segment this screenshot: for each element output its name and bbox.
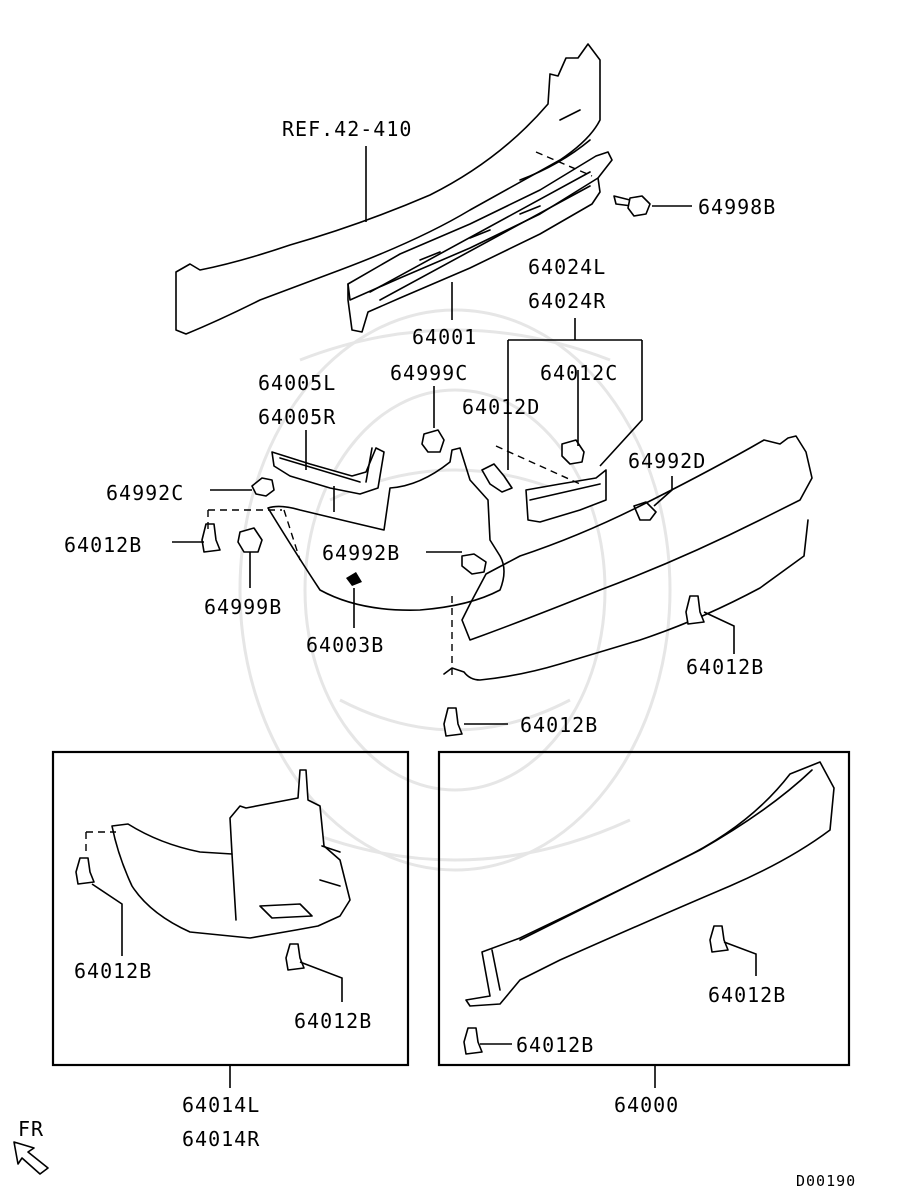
drawing-code: D00190: [796, 1172, 856, 1187]
part-label-64998B: 64998B: [698, 195, 776, 219]
clip-64012B-center-icon: [443, 707, 463, 737]
ref-body-panel: [175, 43, 601, 335]
box-right-label-a: 64012B: [708, 983, 786, 1007]
clip-64012B-left-icon: [201, 523, 221, 553]
screw-64992D-icon: [633, 501, 657, 521]
part-label-64992C: 64992C: [106, 481, 184, 505]
part-label-64012B-center: 64012B: [520, 713, 598, 737]
part-label-64003B: 64003B: [306, 633, 384, 657]
part-label-64012C: 64012C: [540, 361, 618, 385]
clip-64012D-icon: [481, 463, 513, 493]
screw-64992B-icon: [461, 553, 487, 575]
part-label-64014R: 64014R: [182, 1127, 260, 1151]
bolt-64998B-icon: [613, 195, 651, 217]
part-label-64012D: 64012D: [462, 395, 540, 419]
corner-bumper-64014-icon: [111, 769, 351, 939]
box-right-label-b: 64012B: [516, 1033, 594, 1057]
part-label-64024R: 64024R: [528, 289, 606, 313]
box-left-label-b: 64012B: [294, 1009, 372, 1033]
part-label-64992D: 64992D: [628, 449, 706, 473]
reinforcement-beam-64001: [347, 151, 613, 333]
bumper-cover-right: [443, 435, 813, 681]
clip-box-right-b-icon: [463, 1027, 483, 1055]
clip-64999B-icon: [237, 527, 263, 553]
rear-bumper-64000-icon: [465, 761, 835, 1007]
part-label-64024L: 64024L: [528, 255, 606, 279]
part-label-64001: 64001: [412, 325, 477, 349]
part-label-64014L: 64014L: [182, 1093, 260, 1117]
screw-64992C-icon: [251, 477, 275, 497]
part-label-64012B-right: 64012B: [686, 655, 764, 679]
part-label-64999B: 64999B: [204, 595, 282, 619]
clip-box-left-b-icon: [285, 943, 305, 971]
clip-box-left-a-icon: [75, 857, 95, 885]
part-label-64999C: 64999C: [390, 361, 468, 385]
part-label-64005R: 64005R: [258, 405, 336, 429]
part-label-64000: 64000: [614, 1093, 679, 1117]
bracket-64005-icon: [271, 447, 385, 495]
clip-64012C-icon: [561, 439, 585, 465]
direction-label: FR: [18, 1117, 44, 1141]
assembly-dash-lines: [207, 151, 593, 680]
clip-box-right-a-icon: [709, 925, 729, 953]
detail-box-64000: [437, 750, 851, 1067]
part-label-64992B: 64992B: [322, 541, 400, 565]
detail-box-64014: [51, 750, 410, 1067]
watermark-emblem: [238, 308, 672, 872]
clip-64012B-right-icon: [685, 595, 705, 625]
bumper-lower-section: [267, 447, 505, 611]
box-left-label-a: 64012B: [74, 959, 152, 983]
front-direction-arrow-icon: [13, 1141, 49, 1175]
side-bracket-64024-icon: [525, 469, 607, 523]
part-label-64012B-left: 64012B: [64, 533, 142, 557]
clip-64999C-icon: [421, 429, 445, 453]
box-right-leaders: [480, 941, 757, 1045]
ref-label: REF.42-410: [282, 117, 412, 141]
box-left-leaders: [91, 883, 343, 1002]
part-label-64005L: 64005L: [258, 371, 336, 395]
leader-lines: [172, 146, 735, 725]
box-left-dash: [85, 831, 116, 854]
